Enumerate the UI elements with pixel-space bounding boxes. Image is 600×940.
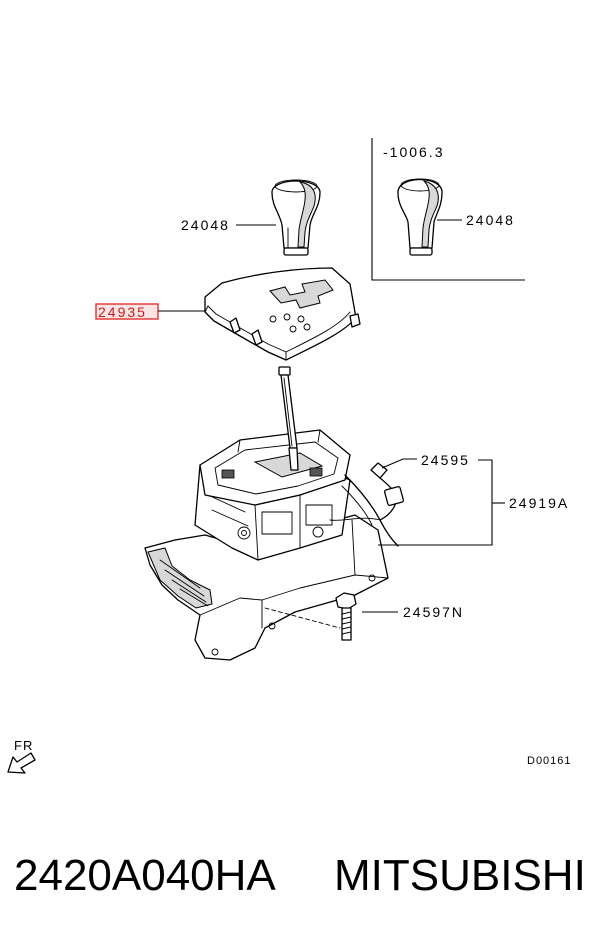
leader-line <box>381 458 417 469</box>
direction-label: FR <box>14 738 33 753</box>
bracket-line <box>371 138 525 281</box>
panel-hole <box>269 315 277 323</box>
mount-bracket <box>147 547 213 609</box>
diagram-code: D00161 <box>527 755 572 767</box>
gate-opening <box>253 452 324 478</box>
shift-knob <box>271 179 321 256</box>
panel-hole <box>297 315 305 323</box>
gate-slot <box>269 279 334 309</box>
serial-range-bracket: -1006.3 <box>371 138 525 281</box>
callout-label: 24595 <box>421 452 470 468</box>
bolt <box>264 592 357 641</box>
mount-hole <box>211 648 219 656</box>
footer-part-number: 2420A040HA <box>14 851 276 900</box>
panel-hole <box>303 323 311 331</box>
mount-hole <box>368 574 376 582</box>
callout-label-highlighted: 24935 <box>98 304 147 320</box>
dashed-leader <box>264 607 341 629</box>
panel-hole <box>289 325 297 333</box>
shifter-assembly <box>144 429 399 661</box>
console-panel <box>204 267 361 361</box>
arrow-down-left-icon <box>7 752 36 774</box>
assembly-bracket-leader <box>378 459 505 546</box>
footer-brand: MITSUBISHI <box>334 851 586 900</box>
callout-label: 24597N <box>403 604 464 620</box>
callout-label: 24048 <box>466 212 515 228</box>
bolt-head <box>335 592 357 610</box>
callout-label: 24048 <box>181 217 230 233</box>
panel-hole <box>283 313 291 321</box>
shift-knob-alt <box>397 178 443 256</box>
callout-label: 24919A <box>509 495 569 511</box>
position-switch-connector <box>370 462 404 521</box>
mount-hole <box>268 622 276 630</box>
shift-lever <box>278 366 299 471</box>
serial-range-label: -1006.3 <box>383 144 444 160</box>
